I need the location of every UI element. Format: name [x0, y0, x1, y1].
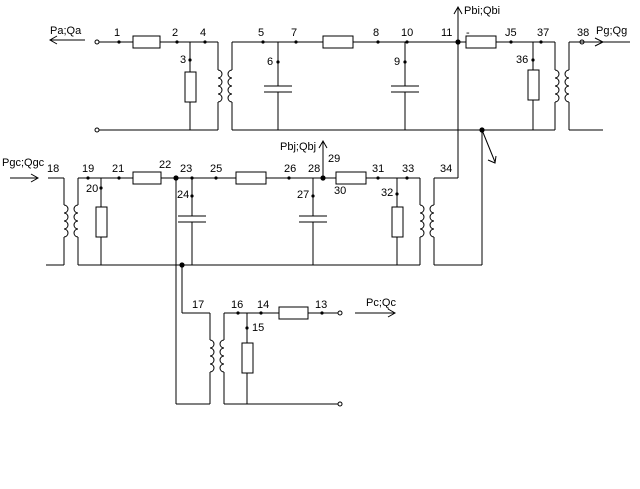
node-label: 26 — [284, 163, 296, 175]
resistor-11-35 — [465, 35, 497, 49]
node-label: 3 — [180, 54, 186, 66]
node-label: 28 — [308, 163, 320, 175]
node-label: 6 — [267, 56, 273, 68]
node-label: 16 — [231, 299, 243, 311]
flow-labels: Pa;Qa Pbi;Qbi Pg;Qg Pgc;Qgc Pbj;Qbj Pc;Q… — [2, 5, 627, 309]
resistor-32 — [391, 206, 404, 238]
node-label: 15 — [252, 322, 264, 334]
middle-line — [10, 42, 497, 266]
resistor-20 — [95, 206, 108, 238]
flow-label-pg-qg: Pg;Qg — [596, 25, 627, 37]
node-label: 32 — [381, 187, 393, 199]
node-label: 14 — [257, 299, 269, 311]
flow-label-pbj-qbj: Pbj;Qbj — [280, 141, 316, 153]
node-label: 22 — [159, 159, 171, 171]
node-label: 38 — [577, 27, 589, 39]
resistor-21-22 — [132, 171, 162, 185]
node-label: 33 — [402, 163, 414, 175]
resistor-1-2 — [132, 35, 161, 49]
junction-dots — [86, 39, 543, 330]
node-label: 10 — [401, 27, 413, 39]
node-label: 11 — [441, 27, 452, 39]
resistor-3 — [184, 71, 197, 103]
flow-label-pa-qa: Pa;Qa — [50, 25, 82, 37]
flow-label-pbi-qbi: Pbi;Qbi — [464, 5, 500, 17]
node-label: 30 — [334, 185, 346, 197]
node-label: 37 — [537, 27, 549, 39]
flow-label-pgc-qgc: Pgc;Qgc — [2, 157, 45, 169]
node-label: 27 — [297, 189, 309, 201]
node-label: 7 — [291, 27, 297, 39]
node-label: 19 — [82, 163, 94, 175]
node-label: 4 — [200, 27, 206, 39]
node-label: 8 — [373, 27, 379, 39]
node-label: 21 — [112, 163, 124, 175]
node-labels: 1 2 3 4 5 6 7 8 9 10 11 - J5 36 37 38 18… — [47, 27, 589, 334]
resistor-30-31 — [335, 171, 367, 185]
resistor-36 — [527, 69, 540, 101]
node-label: 36 — [516, 54, 528, 66]
bottom-line — [175, 178, 397, 407]
node-label: 2 — [172, 27, 178, 39]
node-label: 17 — [192, 299, 204, 311]
resistor-15 — [241, 342, 254, 374]
resistor-14-13 — [278, 306, 309, 320]
node-label: - — [466, 27, 470, 39]
flow-label-pc-qc: Pc;Qc — [366, 297, 396, 309]
node-label: 34 — [440, 163, 452, 175]
node-label: 9 — [394, 56, 400, 68]
node-label: 20 — [86, 183, 98, 195]
node-label: 5 — [258, 27, 264, 39]
node-label: 23 — [180, 163, 192, 175]
node-label: 25 — [210, 163, 222, 175]
node-label: 18 — [47, 163, 59, 175]
top-line — [48, 5, 630, 133]
node-label: 13 — [315, 299, 327, 311]
node-label: 29 — [328, 153, 340, 165]
node-label: 24 — [177, 189, 189, 201]
resistor-7-8 — [322, 35, 354, 49]
resistor-25-26 — [235, 171, 267, 185]
node-label: 31 — [372, 163, 384, 175]
node-label: 1 — [114, 27, 120, 39]
node-label: J5 — [505, 27, 517, 39]
